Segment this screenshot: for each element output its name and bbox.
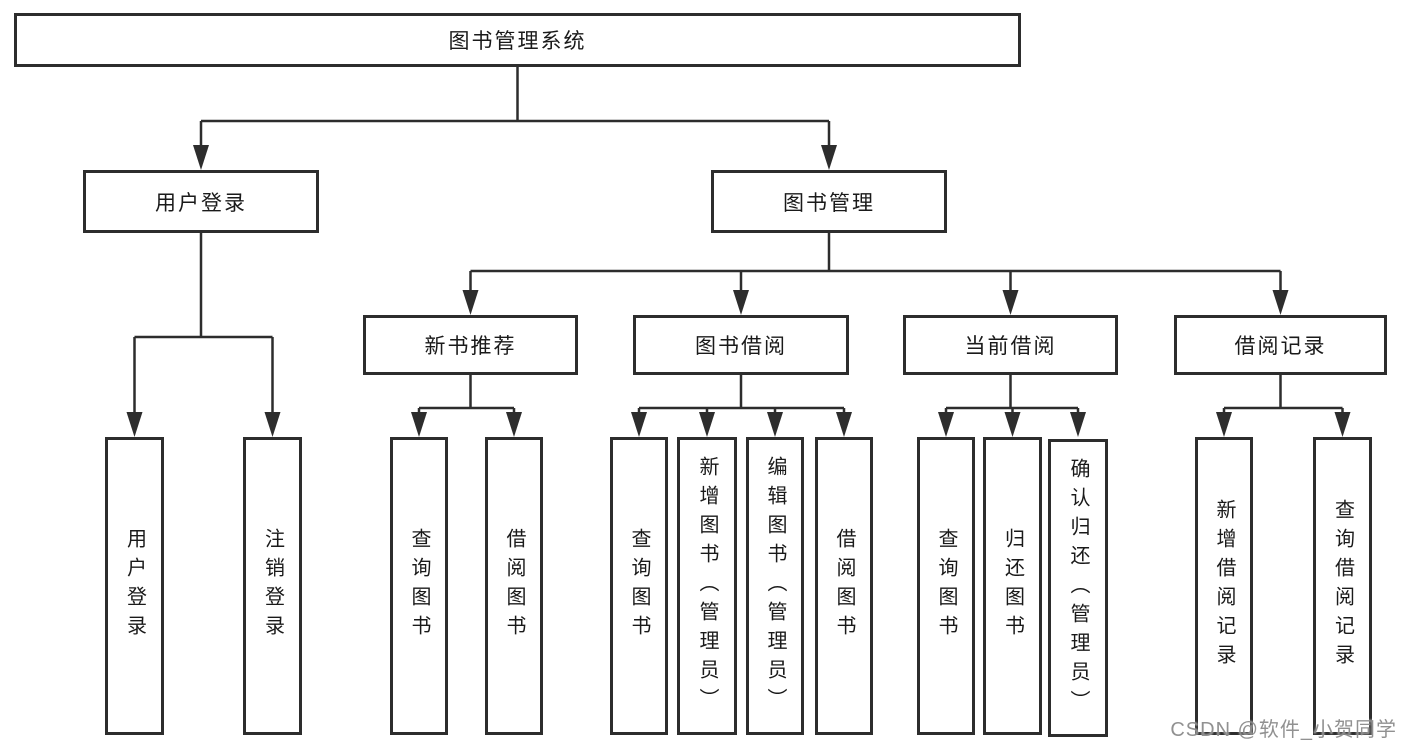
node-book-management-label: 图书管理 xyxy=(783,191,875,215)
node-leaf-add-book-admin: 新增图书（管理员） xyxy=(677,437,737,735)
node-leaf-borrow-books-borrowing: 借阅图书 xyxy=(815,437,873,735)
node-leaf-edit-book-admin-label: 编辑图书（管理员） xyxy=(764,455,786,717)
node-current-borrowing: 当前借阅 xyxy=(903,315,1118,375)
node-leaf-query-books-borrowing: 查询图书 xyxy=(610,437,668,735)
arrowhead xyxy=(193,145,209,170)
node-borrowing-records-label: 借阅记录 xyxy=(1234,335,1327,358)
node-leaf-query-borrow-record-label: 查询借阅记录 xyxy=(1331,499,1354,673)
node-leaf-add-borrow-record: 新增借阅记录 xyxy=(1195,437,1253,735)
node-root: 图书管理系统 xyxy=(14,13,1021,67)
node-leaf-query-books-borrowing-label: 查询图书 xyxy=(628,528,650,644)
node-book-borrowing-label: 图书借阅 xyxy=(695,335,787,358)
arrowhead xyxy=(1004,412,1021,437)
connector-new-book-recommend-split xyxy=(417,375,516,418)
node-leaf-confirm-return-admin: 确认归还（管理员） xyxy=(1048,439,1108,737)
arrowhead xyxy=(462,290,479,315)
node-leaf-add-borrow-record-label: 新增借阅记录 xyxy=(1213,499,1235,673)
connector-root-to-level2 xyxy=(199,67,831,150)
node-root-label: 图书管理系统 xyxy=(448,30,587,53)
node-leaf-query-books-recommend: 查询图书 xyxy=(390,437,448,735)
arrowheads xyxy=(126,145,1351,437)
node-leaf-edit-book-admin: 编辑图书（管理员） xyxy=(746,437,804,735)
watermark-text: CSDN @软件_小贺同学 xyxy=(1170,719,1397,741)
arrowhead xyxy=(938,412,954,437)
node-leaf-return-books: 归还图书 xyxy=(983,437,1042,735)
node-leaf-logout: 注销登录 xyxy=(243,437,302,735)
connector-book-management-split xyxy=(469,233,1282,296)
node-leaf-confirm-return-admin-label: 确认归还（管理员） xyxy=(1067,457,1089,719)
node-new-book-recommend: 新书推荐 xyxy=(363,315,578,375)
node-user-login: 用户登录 xyxy=(83,170,319,233)
node-leaf-query-books-current-label: 查询图书 xyxy=(935,528,957,644)
arrowhead xyxy=(821,145,837,170)
node-leaf-user-login: 用户登录 xyxy=(105,437,164,735)
connector-book-borrowing-split xyxy=(637,375,846,418)
arrowhead xyxy=(1272,290,1289,315)
node-book-borrowing: 图书借阅 xyxy=(633,315,849,375)
node-leaf-query-books-recommend-label: 查询图书 xyxy=(408,528,430,644)
arrowhead xyxy=(836,412,852,437)
node-leaf-user-login-label: 用户登录 xyxy=(123,528,146,644)
node-leaf-query-books-current: 查询图书 xyxy=(917,437,975,735)
arrowhead xyxy=(506,412,522,437)
node-leaf-borrow-books-recommend-label: 借阅图书 xyxy=(503,528,525,644)
arrowhead xyxy=(733,290,749,315)
connector-current-borrowing-split xyxy=(944,375,1080,418)
node-leaf-add-book-admin-label: 新增图书（管理员） xyxy=(696,455,718,717)
node-user-login-label: 用户登录 xyxy=(155,191,247,215)
arrowhead xyxy=(264,412,281,437)
arrowhead xyxy=(126,412,143,437)
node-leaf-return-books-label: 归还图书 xyxy=(1001,528,1024,644)
node-book-management: 图书管理 xyxy=(711,170,947,233)
node-leaf-borrow-books-recommend: 借阅图书 xyxy=(485,437,543,735)
connector-user-login-split xyxy=(133,233,274,418)
arrowhead xyxy=(1070,412,1086,437)
arrowhead xyxy=(1216,412,1232,437)
node-current-borrowing-label: 当前借阅 xyxy=(964,335,1057,358)
arrowhead xyxy=(411,412,427,437)
node-borrowing-records: 借阅记录 xyxy=(1174,315,1387,375)
node-new-book-recommend-label: 新书推荐 xyxy=(424,335,517,358)
arrowhead xyxy=(699,412,715,437)
connector-paths xyxy=(133,67,1344,418)
arrowhead xyxy=(1334,412,1351,437)
arrowhead xyxy=(631,412,647,437)
connector-borrowing-records-split xyxy=(1222,375,1344,418)
node-leaf-borrow-books-borrowing-label: 借阅图书 xyxy=(833,528,855,644)
node-leaf-query-borrow-record: 查询借阅记录 xyxy=(1313,437,1372,735)
arrowhead xyxy=(1002,290,1019,315)
node-leaf-logout-label: 注销登录 xyxy=(261,528,284,644)
arrowhead xyxy=(767,412,783,437)
